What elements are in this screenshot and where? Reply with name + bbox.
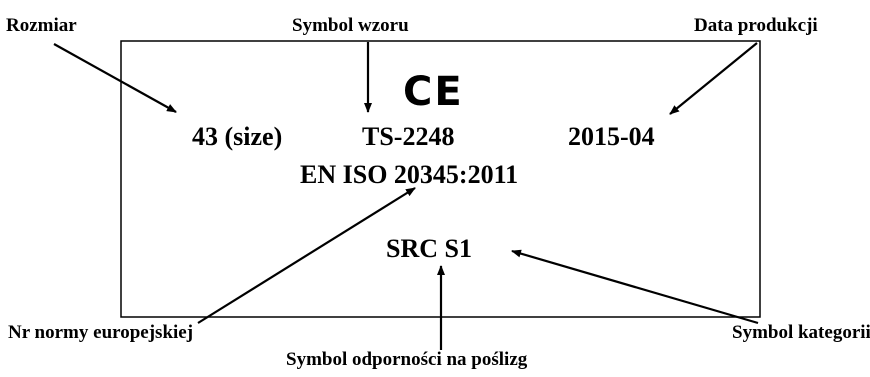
production-date-value: 2015-04: [568, 122, 655, 151]
callout-pattern-symbol: Symbol wzoru: [292, 15, 409, 36]
category-code: SRC S1: [386, 234, 472, 263]
ce-mark: CE: [403, 69, 464, 115]
callout-category-symbol: Symbol kategorii: [732, 322, 870, 343]
arrow-standard-number: [197, 187, 416, 324]
callout-size: Rozmiar: [6, 15, 77, 36]
arrow-category: [511, 249, 759, 325]
callout-slip-resistance: Symbol odporności na poślizg: [286, 349, 528, 370]
arrow-production-date: [669, 42, 758, 115]
callout-production-date: Data produkcji: [694, 15, 818, 36]
arrow-size: [53, 43, 177, 113]
standard-value: EN ISO 20345:2011: [300, 160, 519, 189]
callout-standard-number: Nr normy europejskiej: [8, 322, 194, 343]
size-value: 43 (size): [192, 122, 283, 151]
pattern-code: TS-2248: [362, 122, 455, 151]
